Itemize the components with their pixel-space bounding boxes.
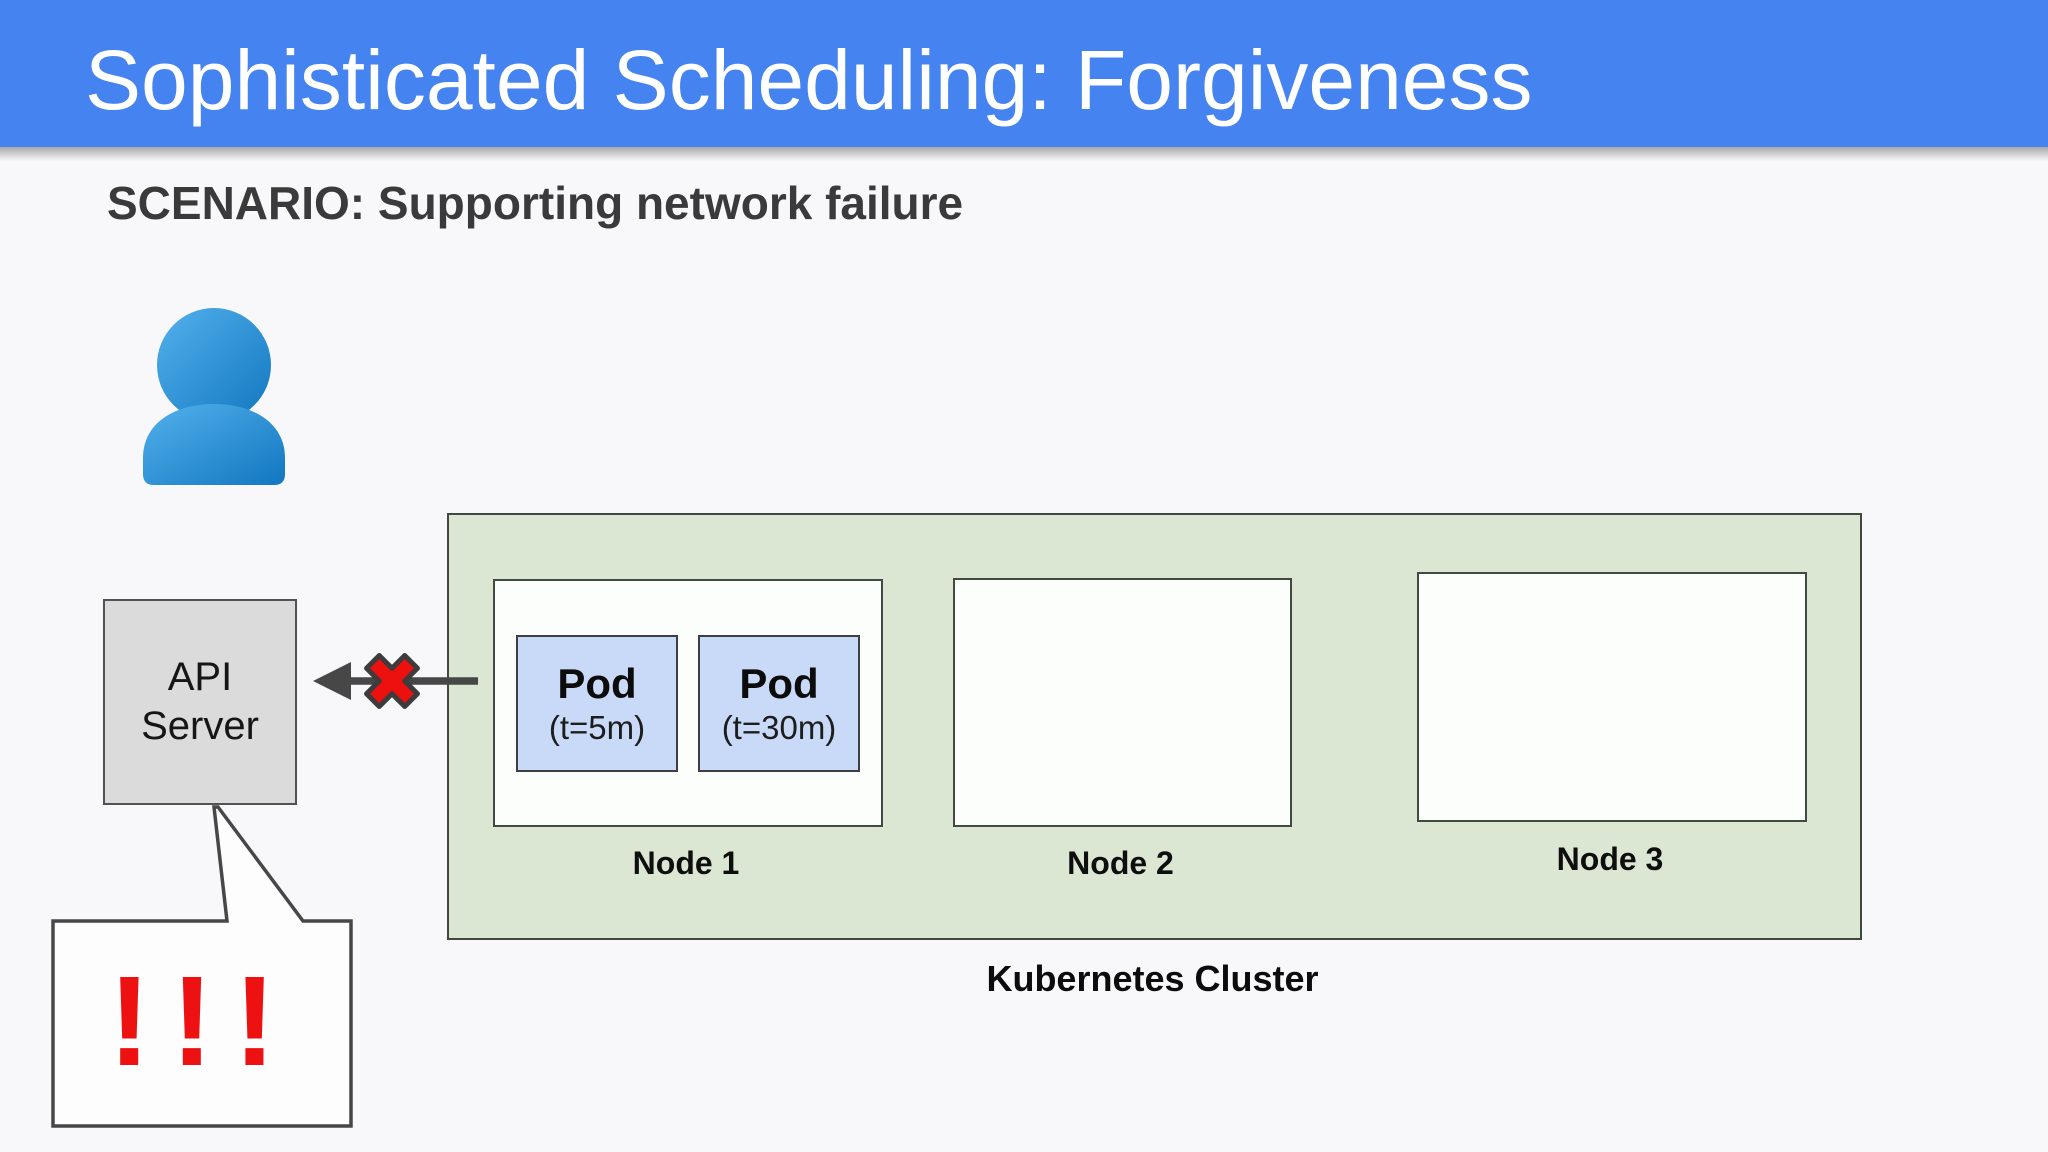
alert-text: !!! <box>108 950 296 1093</box>
x-glyph <box>364 653 420 709</box>
user-icon-head <box>157 308 271 422</box>
kubernetes-cluster-label: Kubernetes Cluster <box>986 958 1319 999</box>
node-2-label: Node 2 <box>1067 845 1174 881</box>
api-server-label-line1: API <box>167 655 233 699</box>
speech-bubble-outline <box>51 805 353 1128</box>
pod-name: Pod <box>739 659 819 707</box>
pod-box-t30m: Pod (t=30m) <box>698 635 860 772</box>
title-bar-shadow <box>0 147 2048 161</box>
node-1-label: Node 1 <box>632 845 740 881</box>
node-3-label: Node 3 <box>1556 841 1664 877</box>
title-bar <box>0 0 2048 147</box>
api-server-label-line2: Server <box>141 704 259 748</box>
broken-connection-x-icon <box>364 653 420 709</box>
arrow-head <box>313 662 351 700</box>
api-server-box: API Server <box>103 599 297 805</box>
speech-bubble <box>51 805 353 1128</box>
pod-time: (t=30m) <box>721 708 837 746</box>
scenario-heading: SCENARIO: Supporting network failure <box>107 177 964 229</box>
user-icon <box>143 308 285 485</box>
arrow-left-icon <box>313 662 478 700</box>
slide-title: Sophisticated Scheduling: Forgiveness <box>85 33 1533 127</box>
pod-name: Pod <box>557 659 637 707</box>
node-3-box <box>1417 572 1807 822</box>
node-2-box <box>953 578 1292 827</box>
pod-time: (t=5m) <box>548 708 646 746</box>
kubernetes-cluster-box: Pod (t=5m) Pod (t=30m) Node 1 Node 2 Nod… <box>447 513 1862 940</box>
user-icon-body <box>143 404 285 485</box>
node-1-box: Pod (t=5m) Pod (t=30m) <box>493 579 883 827</box>
pod-box-t5m: Pod (t=5m) <box>516 635 678 772</box>
